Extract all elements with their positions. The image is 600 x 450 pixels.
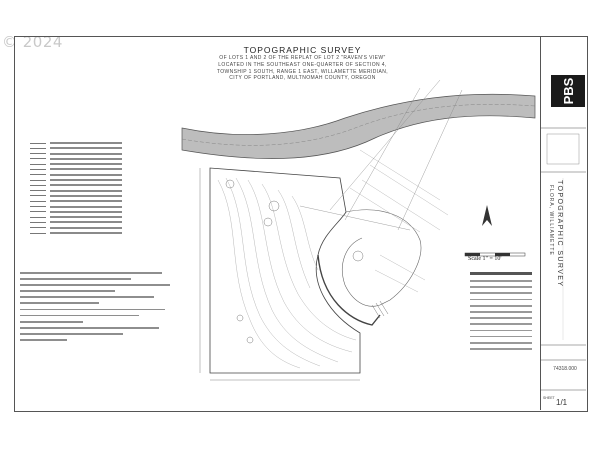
legend-row xyxy=(30,141,135,146)
legend-row xyxy=(30,178,135,183)
street-right-of-way xyxy=(181,93,536,159)
tree-symbols xyxy=(225,179,364,344)
survey-subtitle-line-2: LOCATED IN THE SOUTHEAST ONE-QUARTER OF … xyxy=(218,61,387,68)
legend-row xyxy=(30,189,135,194)
job-number: 74318.000 xyxy=(553,366,577,372)
survey-subtitle-line-1: OF LOTS 1 AND 2 OF THE REPLAT OF LOT 2 "… xyxy=(219,55,386,61)
survey-title: TOPOGRAPHIC SURVEY xyxy=(243,45,362,55)
legend-row xyxy=(30,231,135,236)
north-arrow-icon xyxy=(482,205,492,226)
bearing-lines xyxy=(299,79,463,231)
road-centerline xyxy=(181,104,536,146)
survey-title-block: TOPOGRAPHIC SURVEY OF LOTS 1 AND 2 OF TH… xyxy=(195,45,410,82)
legend-row xyxy=(30,205,135,210)
sheet-label: SHEET xyxy=(543,396,555,400)
legend-row xyxy=(30,215,135,220)
legend-row xyxy=(30,157,135,162)
legend-row xyxy=(30,146,135,151)
scale-label: Scale 1" = 10' xyxy=(468,256,502,262)
title-block xyxy=(540,36,587,410)
general-notes xyxy=(20,272,178,345)
legend xyxy=(30,141,135,236)
legend-row xyxy=(30,167,135,172)
legend-row xyxy=(30,194,135,199)
survey-subtitle-line-3: TOWNSHIP 1 SOUTH, RANGE 1 EAST, WILLAMET… xyxy=(216,68,389,75)
cul-de-sac xyxy=(342,209,422,307)
pbs-logo: PBS xyxy=(551,75,585,107)
legend-row xyxy=(30,152,135,157)
sheet-subtitle-vertical: FLORA, WILLIAMETTE xyxy=(548,185,554,256)
contour-lines xyxy=(217,177,357,369)
stipple-area xyxy=(349,149,449,293)
legend-row xyxy=(30,162,135,167)
tree-table xyxy=(470,272,532,354)
legend-row xyxy=(30,226,135,231)
legend-row xyxy=(30,173,135,178)
walkway xyxy=(371,300,389,319)
sheet-title-vertical: TOPOGRAPHIC SURVEY xyxy=(556,180,563,288)
sheet-number: 1/1 xyxy=(556,398,568,407)
property-boundary xyxy=(209,167,361,374)
legend-row xyxy=(30,210,135,215)
copyright-watermark: © 2024 xyxy=(2,33,63,51)
legend-row xyxy=(30,220,135,225)
legend-row xyxy=(30,199,135,204)
survey-subtitle-line-4: CITY OF PORTLAND, MULTNOMAH COUNTY, OREG… xyxy=(229,75,376,82)
legend-row xyxy=(30,183,135,188)
cul-de-sac-curb xyxy=(317,254,381,326)
drawing-sheet-border xyxy=(14,36,588,412)
